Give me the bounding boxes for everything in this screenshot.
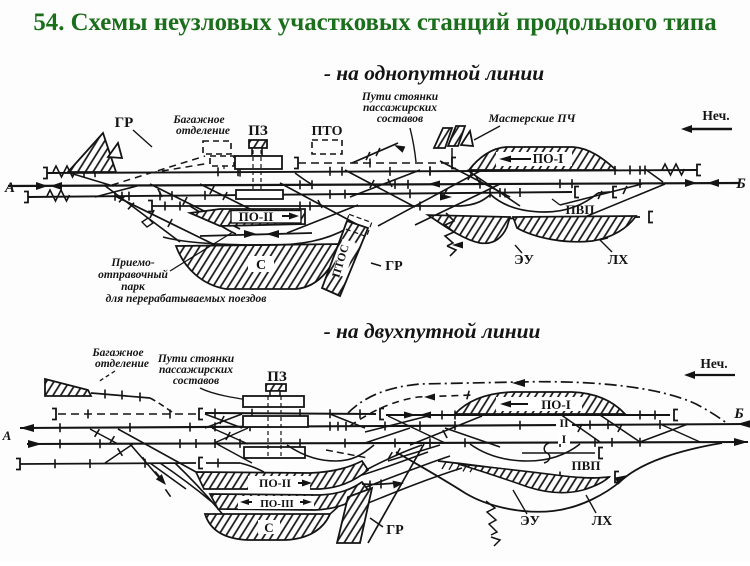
svg-text:Неч.: Неч. [702, 108, 729, 123]
svg-text:ГР: ГР [386, 523, 404, 538]
svg-text:ПО-II: ПО-II [239, 209, 274, 224]
svg-text:А: А [2, 428, 12, 443]
svg-text:54. Схемы неузловых участковых: 54. Схемы неузловых участковых станций п… [33, 9, 717, 36]
svg-text:отправочный: отправочный [98, 268, 168, 281]
svg-text:составов: составов [173, 375, 219, 387]
svg-text:- на двухпутной линии: - на двухпутной линии [324, 319, 541, 343]
svg-text:Б: Б [735, 176, 746, 192]
svg-text:ПО-I: ПО-I [541, 397, 571, 412]
svg-text:Б: Б [733, 406, 744, 422]
svg-text:I: I [562, 432, 567, 446]
svg-text:- на однопутной линии: - на однопутной линии [324, 61, 544, 85]
svg-text:ГР: ГР [385, 259, 403, 274]
svg-text:ПЗ: ПЗ [267, 369, 287, 385]
svg-text:ПТО: ПТО [312, 124, 343, 139]
svg-text:Мастерские ПЧ: Мастерские ПЧ [487, 111, 576, 125]
svg-text:Приемо-: Приемо- [110, 257, 155, 269]
svg-text:Неч.: Неч. [700, 356, 727, 371]
svg-text:ЭУ: ЭУ [520, 514, 540, 529]
svg-text:ПО-III: ПО-III [260, 498, 294, 510]
svg-text:С: С [264, 520, 273, 535]
svg-text:парк: парк [121, 281, 146, 293]
svg-text:ЭУ: ЭУ [514, 253, 534, 268]
svg-text:ЛХ: ЛХ [608, 253, 629, 268]
svg-text:ПО-II: ПО-II [259, 476, 291, 490]
svg-text:для перерабатываемых поездов: для перерабатываемых поездов [106, 293, 267, 305]
svg-text:составов: составов [377, 113, 423, 125]
svg-text:отделение: отделение [95, 358, 149, 370]
svg-text:ПО-I: ПО-I [533, 151, 564, 166]
svg-text:С: С [256, 258, 266, 273]
svg-text:А: А [4, 180, 15, 196]
svg-text:II: II [559, 416, 569, 430]
svg-text:ПЗ: ПЗ [248, 123, 268, 139]
svg-text:отделение: отделение [176, 125, 230, 137]
svg-text:ПВП: ПВП [572, 458, 601, 473]
svg-text:ГР: ГР [115, 115, 134, 131]
svg-text:ЛХ: ЛХ [592, 514, 613, 529]
